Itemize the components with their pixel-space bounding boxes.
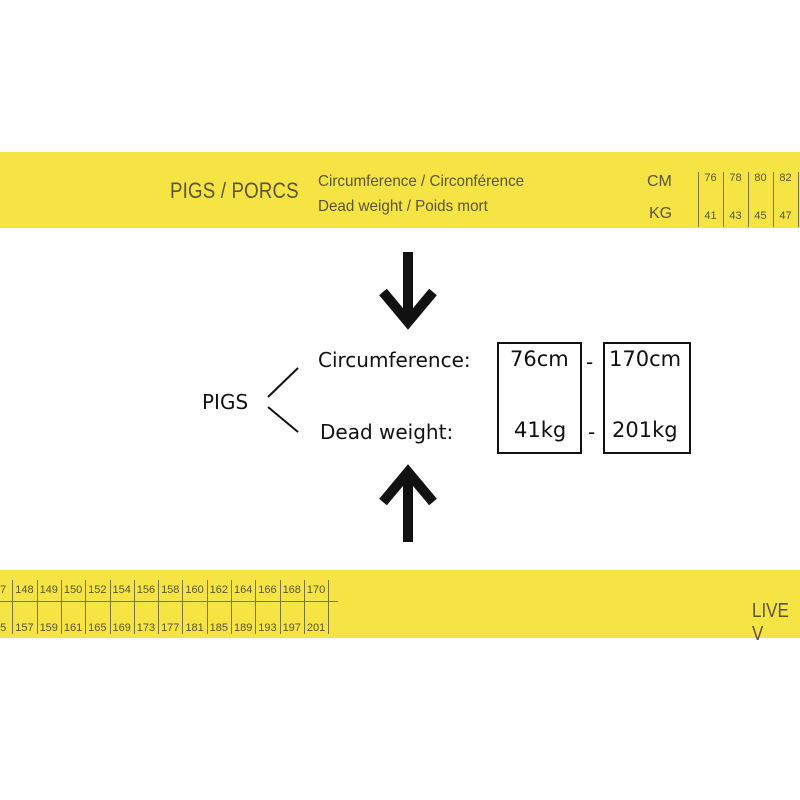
tape-cm-value: 168 bbox=[282, 584, 301, 596]
tape-kg-value: 43 bbox=[729, 210, 742, 222]
tape-cm-value: 156 bbox=[136, 584, 156, 596]
tape-cm-value: 162 bbox=[209, 584, 229, 596]
tape-tick bbox=[60, 580, 62, 634]
tape-tick bbox=[231, 580, 232, 634]
tape-kg-value: 197 bbox=[282, 622, 301, 634]
tape-cm-value: 170 bbox=[306, 584, 326, 596]
tape-weight-label: Dead weight / Poids mort bbox=[318, 198, 488, 215]
bottom-measuring-tape bbox=[0, 570, 800, 638]
down-arrow-icon bbox=[379, 252, 437, 330]
tape-cm-value: 166 bbox=[258, 584, 277, 596]
tape-cm-value: 164 bbox=[233, 584, 253, 596]
dead-weight-label: Dead weight: bbox=[320, 420, 454, 444]
tape-cm-value: 150 bbox=[63, 584, 83, 596]
tape-cm-value: 154 bbox=[112, 584, 131, 596]
tape-tick bbox=[109, 580, 111, 634]
tape-cm-value: 160 bbox=[185, 584, 204, 596]
tape-tick bbox=[85, 580, 87, 634]
tape-cm-value: 78 bbox=[729, 172, 742, 184]
range-dash: - bbox=[586, 350, 594, 374]
tape-kg-value: 201 bbox=[306, 622, 326, 634]
max-circumference-value: 170cm bbox=[609, 347, 682, 371]
tape-cm-value: 82 bbox=[779, 172, 792, 184]
min-range-box bbox=[497, 342, 582, 454]
tape-tick bbox=[182, 580, 184, 634]
tape-kg-value: 55 bbox=[0, 622, 7, 634]
tape-kg-value: 181 bbox=[185, 622, 204, 634]
tape-tick bbox=[773, 172, 774, 227]
up-arrow-icon bbox=[379, 464, 437, 542]
tape-tick bbox=[255, 580, 257, 634]
tape-unit-kg: KG bbox=[649, 205, 673, 222]
subject-label: PIGS bbox=[202, 390, 249, 414]
tape-tick bbox=[12, 580, 14, 634]
tape-cm-value: 47 bbox=[0, 584, 7, 596]
tape-tick bbox=[698, 172, 699, 227]
tape-kg-value: 173 bbox=[136, 622, 156, 634]
tape-tick bbox=[303, 580, 305, 634]
branch-line-upper bbox=[267, 367, 299, 398]
tape-tick bbox=[798, 172, 799, 227]
max-range-box bbox=[603, 342, 691, 454]
tape-cm-value: 76 bbox=[704, 172, 717, 184]
range-dash: - bbox=[588, 420, 596, 444]
circumference-label: Circumference: bbox=[318, 348, 471, 372]
tape-tick bbox=[723, 172, 724, 227]
tape-kg-value: 177 bbox=[161, 622, 180, 634]
min-weight-value: 41kg bbox=[514, 418, 567, 442]
tape-cm-value: 80 bbox=[754, 172, 767, 184]
tape-kg-value: 161 bbox=[63, 622, 83, 634]
tape-live-weight-label: LIVE V bbox=[752, 600, 789, 645]
tape-kg-value: 193 bbox=[258, 622, 277, 634]
tape-kg-value: 45 bbox=[754, 210, 767, 222]
tape-cm-value: 158 bbox=[161, 584, 180, 596]
tape-kg-value: 41 bbox=[704, 210, 717, 222]
tape-unit-cm: CM bbox=[647, 173, 672, 190]
tape-kg-value: 189 bbox=[233, 622, 253, 634]
tape-kg-value: 47 bbox=[779, 210, 792, 222]
min-circumference-value: 76cm bbox=[510, 347, 569, 371]
tape-tick bbox=[206, 580, 208, 634]
tape-kg-value: 159 bbox=[39, 622, 58, 634]
max-weight-value: 201kg bbox=[612, 418, 678, 442]
tape-tick bbox=[158, 580, 160, 634]
tape-tick bbox=[748, 172, 749, 227]
tape-tick bbox=[279, 580, 281, 634]
tape-cm-value: 149 bbox=[39, 584, 58, 596]
tape-cm-value: 152 bbox=[88, 584, 107, 596]
tape-tick bbox=[133, 580, 135, 634]
tape-kg-value: 185 bbox=[209, 622, 229, 634]
tape-cm-value: 148 bbox=[15, 584, 34, 596]
tape-brand-label: PIGS / PORCS bbox=[170, 178, 299, 203]
tape-tick bbox=[36, 580, 38, 634]
branch-line-lower bbox=[267, 406, 299, 433]
tape-tick bbox=[328, 580, 330, 634]
tape-circumference-label: Circumference / Circonférence bbox=[318, 173, 525, 190]
tape-kg-value: 165 bbox=[88, 622, 107, 634]
top-measuring-tape bbox=[0, 152, 800, 228]
tape-kg-value: 169 bbox=[112, 622, 131, 634]
tape-kg-value: 157 bbox=[15, 622, 34, 634]
tape-scale-divider bbox=[0, 601, 338, 602]
